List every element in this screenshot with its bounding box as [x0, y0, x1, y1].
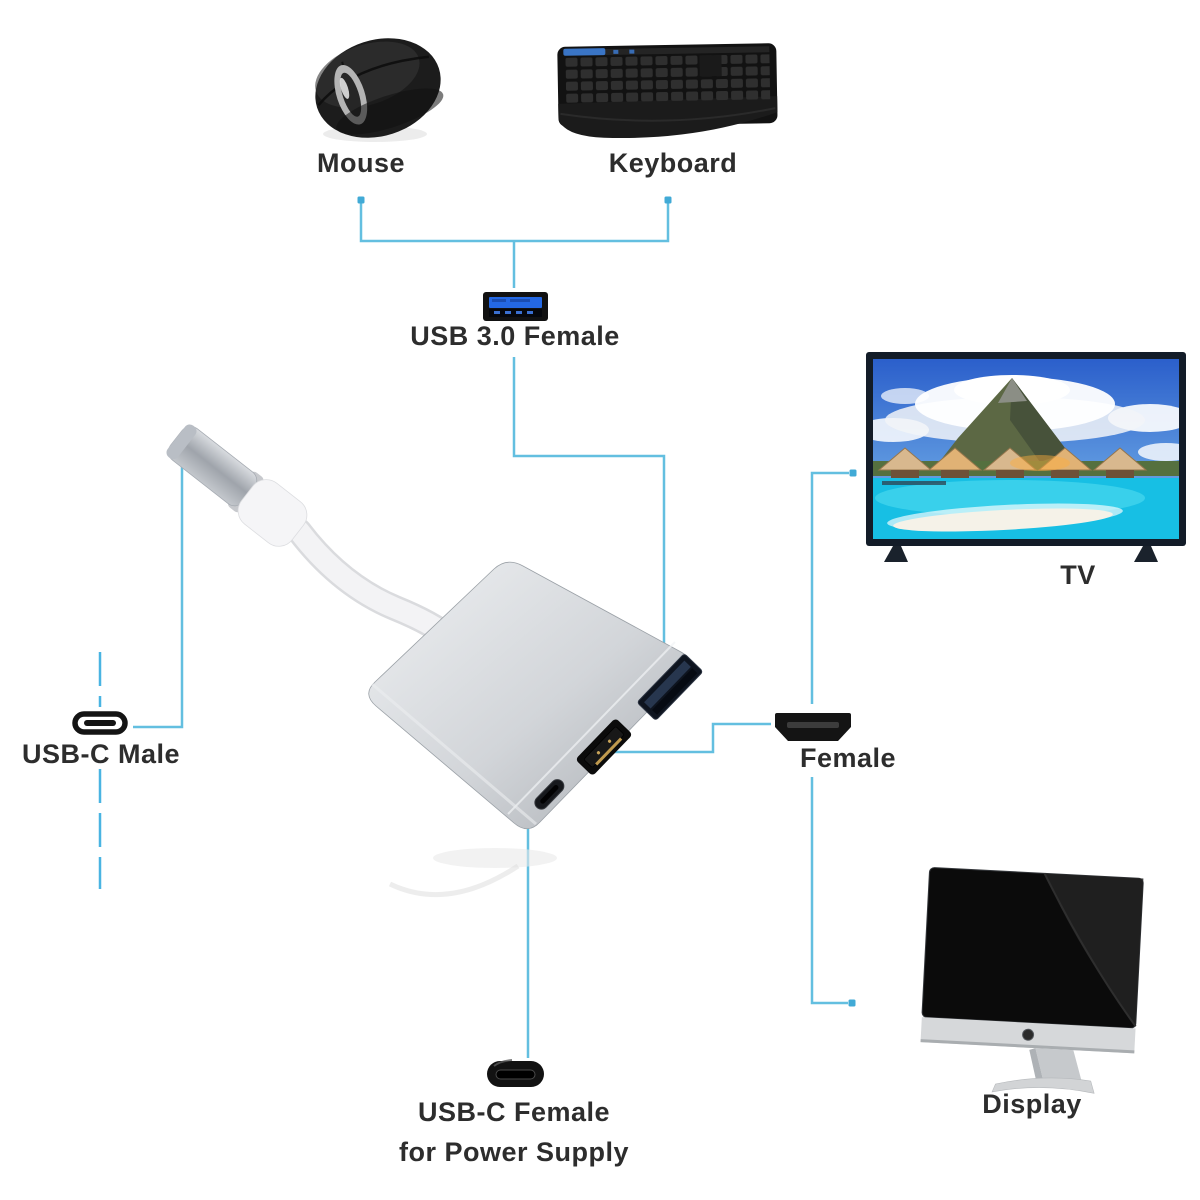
hdmi-female-label: Female	[799, 743, 897, 773]
tv-image	[866, 352, 1186, 562]
hub-hdmi-port	[576, 719, 632, 775]
display-image	[920, 867, 1144, 1094]
dot-mouse	[357, 196, 365, 204]
mouse-image	[315, 38, 444, 142]
keyboard-label: Keyboard	[608, 148, 738, 178]
line-hubplug-to-usbc-male	[133, 462, 184, 729]
dot-display	[848, 999, 856, 1007]
mouse-label: Mouse	[316, 148, 406, 178]
connector-dots	[357, 196, 857, 1007]
line-mouse-keyboard-bracket	[359, 203, 670, 243]
line-female-to-display	[810, 777, 848, 1005]
tv-label: TV	[1060, 560, 1096, 590]
usbc-female-port-icon	[487, 1059, 544, 1087]
usbc-male-plug-icon	[72, 711, 128, 735]
dot-tv	[849, 469, 857, 477]
hdmi-female-port-icon	[775, 713, 851, 741]
line-usb3-to-hub	[512, 357, 666, 678]
usb3-female-label: USB 3.0 Female	[410, 321, 620, 351]
usbc-female-label-line1: USB-C Female	[417, 1097, 611, 1127]
usbc-hub-adapter-image	[166, 424, 703, 897]
usbc-female-label-line2: for Power Supply	[398, 1137, 630, 1167]
line-tv-to-hdmi-female	[810, 471, 849, 704]
display-label: Display	[982, 1089, 1082, 1119]
hub-usb-a-port	[637, 654, 703, 720]
hub-cable-plug	[166, 424, 308, 547]
keyboard-image	[557, 43, 778, 139]
connector-lines	[98, 203, 849, 1058]
usbc-male-label: USB-C Male	[21, 739, 181, 769]
usb3-female-port-icon	[483, 292, 548, 321]
dot-keyboard	[664, 196, 672, 204]
line-hub-hdmi-to-female	[610, 722, 771, 754]
hub-usbc-port	[534, 779, 565, 810]
